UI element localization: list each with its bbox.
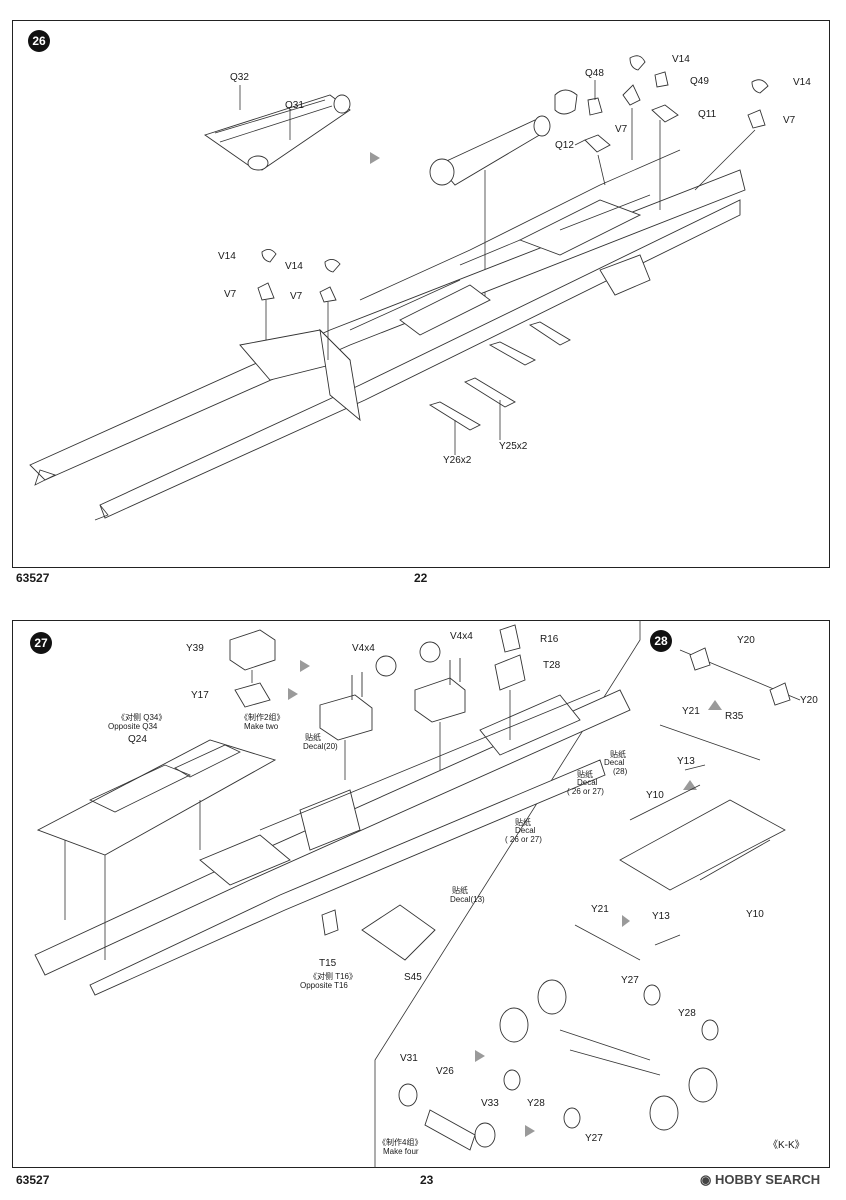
tube-part bbox=[203, 94, 351, 171]
axle-assemblies bbox=[574, 647, 801, 961]
label-s45: S45 bbox=[404, 972, 422, 983]
label-decal2627b-b: ( 26 or 27) bbox=[505, 835, 542, 844]
label-decal28-a: Decal bbox=[604, 758, 625, 767]
label-v4x4-b: V4x4 bbox=[450, 631, 473, 642]
label-decal2627-cn: 贴纸 bbox=[577, 770, 593, 779]
step-27-badge: 27 bbox=[30, 632, 52, 654]
label-v26: V26 bbox=[436, 1066, 454, 1077]
boxes bbox=[229, 624, 526, 780]
label-v7-d: V7 bbox=[290, 291, 303, 302]
label-opp-t16: Opposite T16 bbox=[300, 981, 348, 990]
label-opp-t16-cn: 《对侧 T16》 bbox=[309, 972, 358, 981]
label-v14-d: V14 bbox=[285, 261, 303, 272]
flow-arrow bbox=[370, 152, 380, 164]
label-decal2627b-cn: 贴纸 bbox=[515, 818, 531, 827]
label-y39: Y39 bbox=[186, 643, 204, 654]
label-y13-b: Y13 bbox=[652, 911, 670, 922]
label-t15: T15 bbox=[319, 958, 337, 969]
step-28-badge: 28 bbox=[650, 630, 672, 652]
bend-icon-a bbox=[375, 655, 397, 677]
tank-part bbox=[429, 115, 551, 300]
footer-page-23: 23 bbox=[420, 1173, 434, 1187]
label-kk: 《K-K》 bbox=[768, 1140, 805, 1151]
label-v14-b: V14 bbox=[793, 77, 811, 88]
label-q48: Q48 bbox=[585, 68, 604, 79]
chassis-frame bbox=[29, 149, 746, 521]
label-decal13: Decal(13) bbox=[450, 895, 485, 904]
small-parts-left bbox=[257, 249, 341, 360]
label-make-two: Make two bbox=[244, 722, 279, 731]
chassis-frame-27 bbox=[34, 689, 631, 996]
label-y25: Y25x2 bbox=[499, 441, 528, 452]
label-y28-a: Y28 bbox=[678, 1008, 696, 1019]
label-y17: Y17 bbox=[191, 690, 209, 701]
label-q12: Q12 bbox=[555, 140, 574, 151]
label-v4x4-a: V4x4 bbox=[352, 643, 375, 654]
label-decal20: Decal(20) bbox=[303, 742, 338, 751]
label-y13-a: Y13 bbox=[677, 756, 695, 767]
label-q31: Q31 bbox=[285, 100, 304, 111]
label-q49: Q49 bbox=[690, 76, 709, 87]
footer-left-23: 63527 bbox=[16, 1173, 50, 1187]
label-v33: V33 bbox=[481, 1098, 499, 1109]
label-y10-a: Y10 bbox=[646, 790, 664, 801]
label-v31: V31 bbox=[400, 1053, 418, 1064]
label-y26: Y26x2 bbox=[443, 455, 472, 466]
label-make-four-cn: 《制作4组》 bbox=[378, 1138, 423, 1147]
label-y21-a: Y21 bbox=[682, 706, 700, 717]
label-opp-q34: Opposite Q34 bbox=[108, 722, 158, 731]
label-v7-b: V7 bbox=[783, 115, 796, 126]
watermark-icon: ◉ bbox=[700, 1172, 715, 1187]
label-q24: Q24 bbox=[128, 734, 147, 745]
tray-s45 bbox=[361, 904, 436, 961]
footer-page-22: 22 bbox=[414, 571, 428, 585]
label-make-two-cn: 《制作2组》 bbox=[240, 713, 285, 722]
label-decal28-cn: 贴纸 bbox=[610, 750, 626, 759]
label-y27-a: Y27 bbox=[621, 975, 639, 986]
label-y20-b: Y20 bbox=[800, 695, 818, 706]
plate-q24 bbox=[36, 739, 277, 960]
footer-left-22: 63527 bbox=[16, 571, 50, 585]
step-26-badge: 26 bbox=[28, 30, 50, 52]
label-r16: R16 bbox=[540, 634, 559, 645]
label-t28: T28 bbox=[543, 660, 561, 671]
label-q11: Q11 bbox=[698, 109, 717, 120]
bend-icon-b bbox=[419, 641, 441, 663]
label-decal13-cn: 贴纸 bbox=[452, 886, 468, 895]
page-22-frame bbox=[12, 20, 830, 568]
label-y10-b: Y10 bbox=[746, 909, 764, 920]
label-y20-a: Y20 bbox=[737, 635, 755, 646]
label-decal28-b: (28) bbox=[613, 767, 628, 776]
label-decal2627b-a: Decal bbox=[515, 826, 536, 835]
step-divider bbox=[374, 620, 641, 1168]
page-23-frame bbox=[12, 620, 830, 1168]
label-decal20-cn: 贴纸 bbox=[305, 733, 321, 742]
label-v7-a: V7 bbox=[615, 124, 628, 135]
label-make-four: Make four bbox=[383, 1147, 419, 1156]
small-parts-top bbox=[554, 55, 769, 210]
label-decal2627-b: ( 26 or 27) bbox=[567, 787, 604, 796]
label-decal2627-a: Decal bbox=[577, 778, 598, 787]
label-q32: Q32 bbox=[230, 72, 249, 83]
label-y27-b: Y27 bbox=[585, 1133, 603, 1144]
part-t15 bbox=[321, 909, 339, 936]
watermark: ◉ HOBBY SEARCH bbox=[700, 1172, 821, 1187]
label-y21-b: Y21 bbox=[591, 904, 609, 915]
label-opp-q34-cn: 《对侧 Q34》 bbox=[117, 713, 167, 722]
label-v14-c: V14 bbox=[218, 251, 236, 262]
label-v7-c: V7 bbox=[224, 289, 237, 300]
label-y28-b: Y28 bbox=[527, 1098, 545, 1109]
wheel-assembly bbox=[398, 979, 719, 1151]
label-v14-a: V14 bbox=[672, 54, 690, 65]
label-r35: R35 bbox=[725, 711, 744, 722]
brackets bbox=[428, 321, 571, 455]
